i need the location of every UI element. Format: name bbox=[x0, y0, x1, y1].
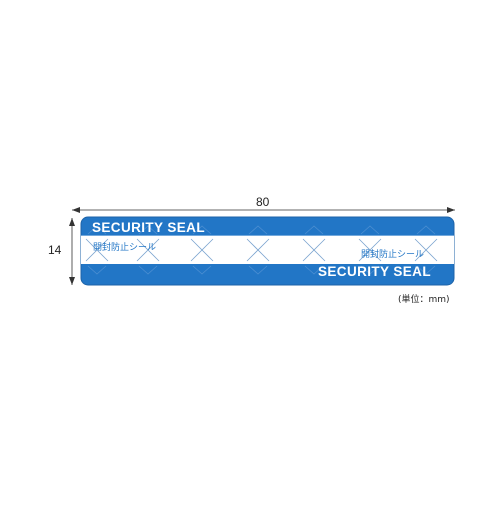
x-mark bbox=[246, 225, 270, 275]
height-label: 14 bbox=[48, 243, 62, 257]
x-mark bbox=[190, 225, 214, 275]
x-mark bbox=[136, 225, 160, 275]
seal-title-bottom: SECURITY SEAL bbox=[318, 264, 431, 279]
x-mark bbox=[302, 225, 326, 275]
x-mark bbox=[85, 225, 109, 275]
x-mark bbox=[358, 225, 382, 275]
width-label: 80 bbox=[256, 195, 270, 209]
width-dimension-line bbox=[72, 207, 455, 213]
seal-jp-text-left: 開封防止シール bbox=[93, 243, 157, 253]
x-mark bbox=[414, 225, 438, 275]
unit-label: (単位：mm) bbox=[398, 295, 450, 305]
height-dimension-line bbox=[69, 218, 75, 285]
tamper-pattern bbox=[85, 225, 438, 275]
seal-title-top: SECURITY SEAL bbox=[92, 220, 205, 235]
seal-jp-text-right: 開封防止シール bbox=[361, 250, 425, 260]
